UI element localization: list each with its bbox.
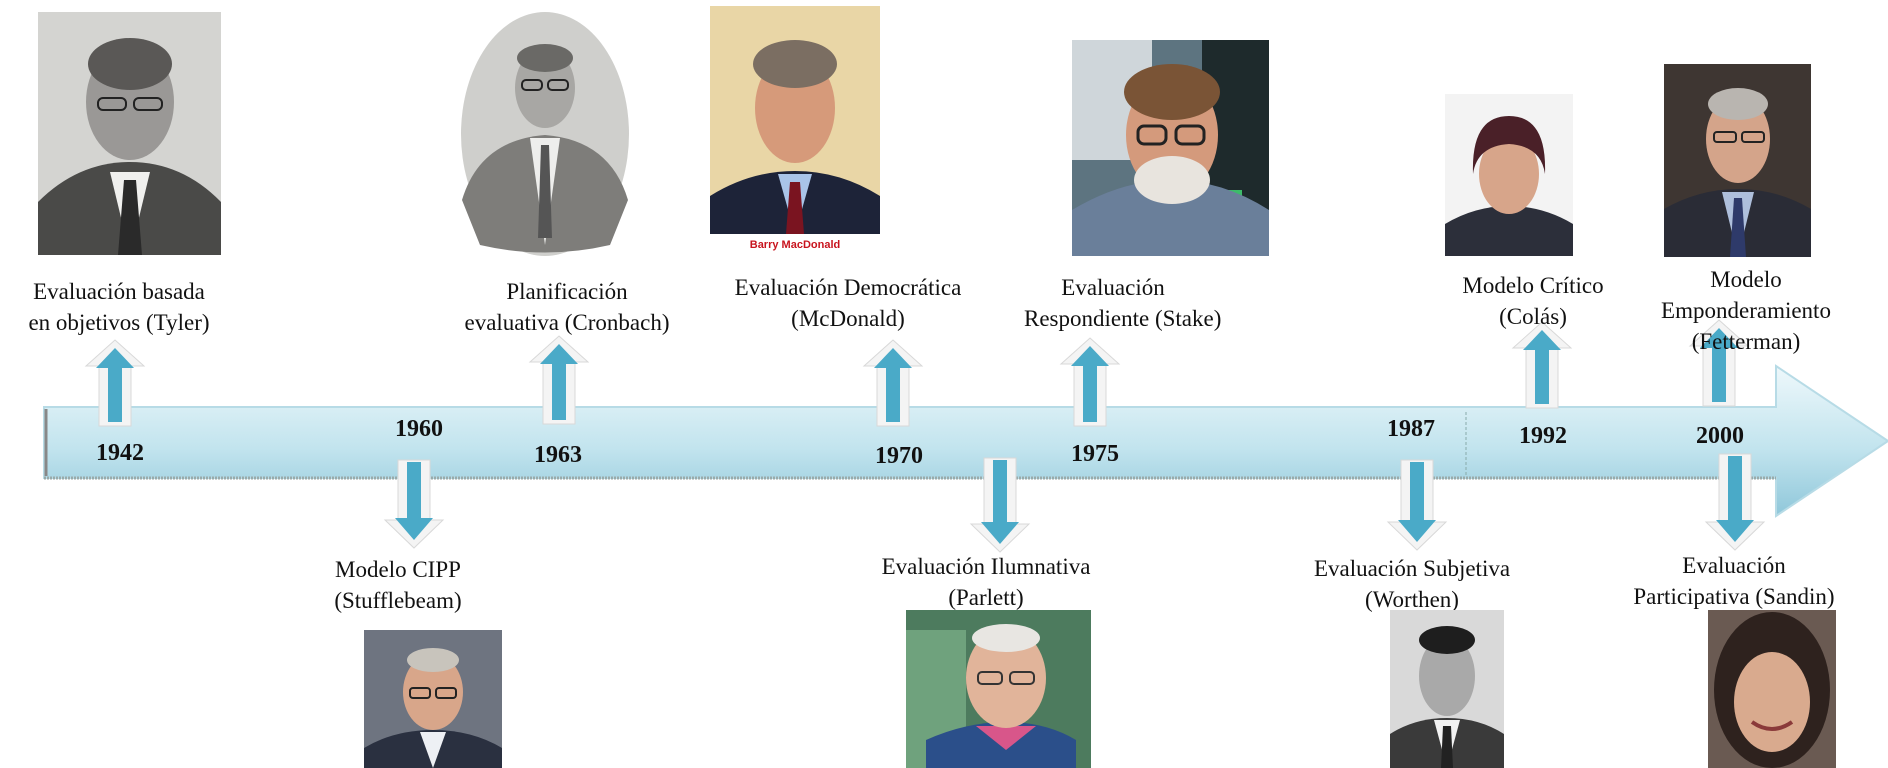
label-line: Modelo CIPP (335, 557, 461, 582)
label-line: Evaluación Ilumnativa (881, 554, 1091, 579)
label-line: Evaluación Democrática (734, 275, 962, 300)
label-stufflebeam: Modelo CIPP (Stufflebeam) (300, 554, 496, 616)
year-1992: 1992 (1519, 423, 1567, 449)
year-1975: 1975 (1071, 441, 1119, 467)
label-line: Evaluación (1061, 275, 1165, 300)
portrait-stake (1072, 40, 1269, 256)
label-line: Planificación (506, 279, 628, 304)
up-arrow-1970 (862, 339, 924, 427)
year-1970: 1970 (875, 443, 923, 469)
label-line: Modelo Crítico (1462, 273, 1604, 298)
label-line: Evaluación Subjetiva (1313, 556, 1511, 581)
portrait-fetterman (1664, 64, 1811, 257)
label-line: Emponderamiento (1661, 298, 1831, 323)
label-line: (Fetterman) (1691, 329, 1801, 354)
label-tyler: Evaluación basada en objetivos (Tyler) (6, 276, 232, 338)
down-arrow-sandin (1704, 453, 1766, 551)
label-line: evaluativa (Cronbach) (464, 310, 670, 335)
label-sandin: Evaluación Participativa (Sandin) (1598, 550, 1870, 612)
label-line: (McDonald) (791, 306, 905, 331)
label-line: Evaluación basada (33, 279, 205, 304)
down-arrow-1987 (1386, 459, 1448, 551)
portrait-worthen (1390, 610, 1504, 768)
down-arrow-1960 (383, 459, 445, 549)
label-line: (Stufflebeam) (334, 588, 462, 613)
label-line: (Parlett) (948, 585, 1024, 610)
label-line: Evaluación (1682, 553, 1786, 578)
down-arrow-parlett (969, 457, 1031, 553)
portrait-stufflebeam (364, 630, 502, 768)
up-arrow-1992 (1511, 321, 1573, 409)
label-mcdonald: Evaluación Democrática (McDonald) (712, 272, 984, 334)
portrait-sandin (1708, 610, 1836, 768)
label-parlett: Evaluación Ilumnativa (Parlett) (858, 551, 1114, 613)
label-colas: Modelo Crítico (Colás) (1448, 270, 1618, 332)
portrait-tyler (38, 12, 221, 255)
up-arrow-1975 (1059, 337, 1121, 427)
label-stake: Evaluación Respondiente (Stake) (1024, 272, 1222, 334)
portrait-cronbach (460, 10, 630, 258)
label-line: en objetivos (Tyler) (28, 310, 210, 335)
portrait-parlett (906, 610, 1091, 768)
timeline-arrow-body (43, 364, 1888, 518)
label-line: (Worthen) (1365, 587, 1459, 612)
up-arrow-2000 (1688, 319, 1750, 407)
year-1960: 1960 (395, 416, 443, 442)
label-line: (Colás) (1499, 304, 1567, 329)
label-line: Modelo (1710, 267, 1782, 292)
label-fetterman: Modelo Emponderamiento (Fetterman) (1636, 264, 1856, 357)
label-line: Participativa (Sandin) (1633, 584, 1835, 609)
year-1963: 1963 (534, 442, 582, 468)
photo-caption: Barry MacDonald (710, 234, 880, 256)
label-cronbach: Planificación evaluativa (Cronbach) (440, 276, 694, 338)
up-arrow-1963 (528, 335, 590, 425)
portrait-colas (1445, 94, 1573, 256)
portrait-mcdonald: Barry MacDonald (710, 6, 880, 256)
year-2000: 2000 (1696, 423, 1744, 449)
label-line: Respondiente (Stake) (1024, 306, 1222, 331)
up-arrow-1942 (84, 339, 146, 427)
year-1942: 1942 (96, 440, 144, 466)
year-1987: 1987 (1387, 416, 1435, 442)
label-worthen: Evaluación Subjetiva (Worthen) (1280, 553, 1544, 615)
